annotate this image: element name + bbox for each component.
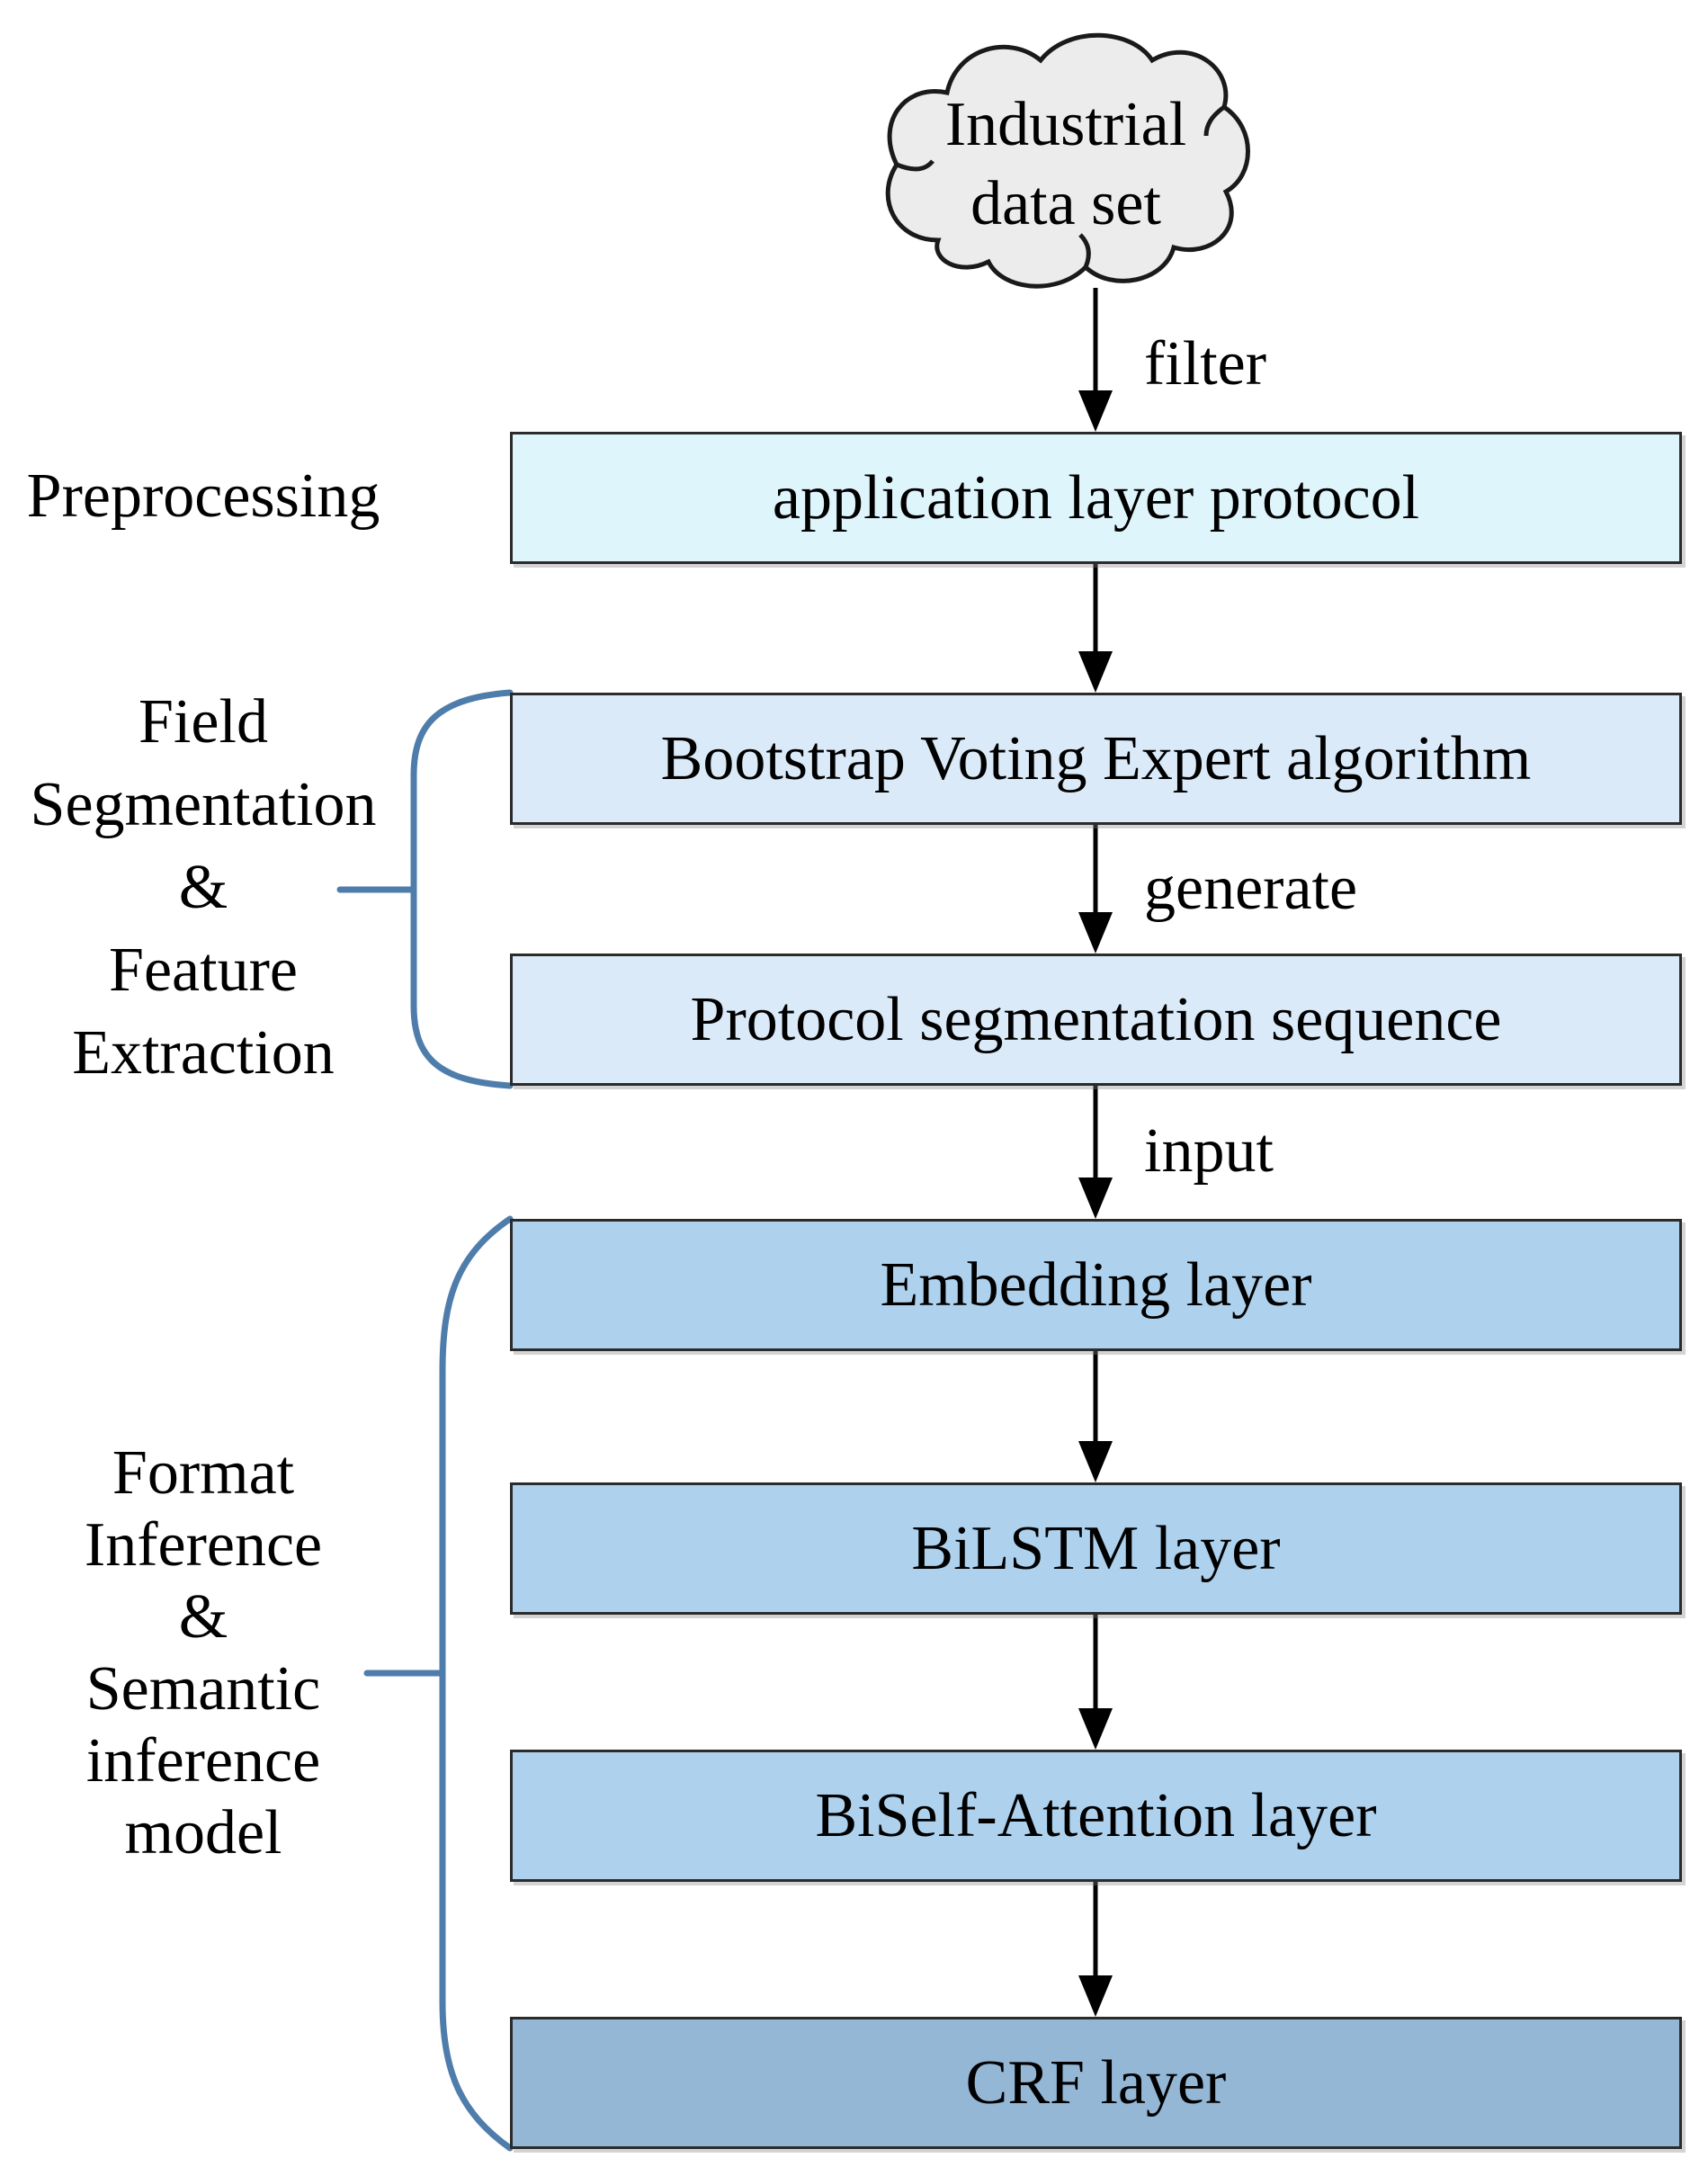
brace-field-segmentation bbox=[336, 689, 514, 1089]
arrow-head-icon bbox=[1078, 651, 1113, 693]
node-embedding-layer: Embedding layer bbox=[510, 1219, 1682, 1351]
node-label: CRF layer bbox=[965, 2047, 1227, 2118]
edge-label-input: input bbox=[1144, 1116, 1274, 1186]
arrow-embedding-to-bilstm bbox=[1078, 1351, 1113, 1482]
arrow-bilstm-to-biself-attention bbox=[1078, 1615, 1113, 1750]
arrow-bve-to-segmentation-sequence bbox=[1078, 825, 1113, 954]
edge-label-filter: filter bbox=[1144, 329, 1267, 398]
section-label-format-inference: Format Inference & Semantic inference mo… bbox=[0, 1437, 407, 1869]
cloud-shape bbox=[885, 32, 1250, 289]
arrow-head-icon bbox=[1078, 1708, 1113, 1750]
arrow-head-icon bbox=[1078, 390, 1113, 432]
node-label: BiSelf-Attention layer bbox=[815, 1780, 1377, 1850]
section-label-line: Segmentation bbox=[30, 770, 377, 839]
section-label-line: inference bbox=[85, 1726, 321, 1795]
arrow-head-icon bbox=[1078, 1975, 1113, 2017]
section-label-line: & bbox=[178, 1582, 228, 1652]
node-label: Bootstrap Voting Expert algorithm bbox=[660, 723, 1532, 793]
node-crf-layer: CRF layer bbox=[510, 2017, 1682, 2149]
section-label-preprocessing: Preprocessing bbox=[0, 461, 407, 533]
node-application-layer-protocol: application layer protocol bbox=[510, 432, 1682, 564]
cloud-inner-arc-right bbox=[1203, 104, 1226, 137]
section-label-line: Format bbox=[112, 1438, 295, 1508]
arrow-head-icon bbox=[1078, 1178, 1113, 1219]
edge-label-generate: generate bbox=[1144, 854, 1358, 923]
node-protocol-segmentation-sequence: Protocol segmentation sequence bbox=[510, 954, 1682, 1086]
section-label-line: Inference bbox=[84, 1510, 323, 1580]
cloud-label: Industrial data set bbox=[868, 85, 1264, 244]
section-label-line: model bbox=[124, 1798, 282, 1867]
node-biself-attention-layer: BiSelf-Attention layer bbox=[510, 1750, 1682, 1882]
node-bilstm-layer: BiLSTM layer bbox=[510, 1482, 1682, 1615]
node-label: Protocol segmentation sequence bbox=[690, 984, 1502, 1054]
cloud-label-line1: Industrial bbox=[944, 90, 1187, 159]
cloud-inner-arc-bottom bbox=[1078, 233, 1091, 268]
section-label-line: Semantic bbox=[85, 1654, 321, 1724]
brace-format-inference bbox=[363, 1215, 514, 2152]
section-label-line: Field bbox=[139, 687, 268, 757]
arrow-biself-attention-to-crf bbox=[1078, 1882, 1113, 2017]
arrow-sequence-to-embedding bbox=[1078, 1086, 1113, 1219]
cloud-group bbox=[885, 32, 1250, 289]
arrow-cloud-to-protocol bbox=[1078, 288, 1113, 432]
section-label-line: Preprocessing bbox=[26, 461, 380, 531]
section-label-line: Feature bbox=[109, 936, 298, 1005]
cloud-label-line2: data set bbox=[970, 169, 1161, 238]
arrow-head-icon bbox=[1078, 912, 1113, 954]
node-label: BiLSTM layer bbox=[911, 1513, 1281, 1583]
section-label-line: Extraction bbox=[72, 1018, 335, 1088]
node-bootstrap-voting-expert: Bootstrap Voting Expert algorithm bbox=[510, 693, 1682, 825]
node-label: Embedding layer bbox=[880, 1249, 1312, 1320]
arrow-head-icon bbox=[1078, 1441, 1113, 1482]
node-label: application layer protocol bbox=[772, 462, 1420, 533]
section-label-line: & bbox=[178, 853, 228, 922]
cloud-inner-arc-left bbox=[896, 159, 934, 172]
arrow-protocol-to-bve bbox=[1078, 564, 1113, 693]
section-label-field-segmentation: Field Segmentation & Feature Extraction bbox=[0, 681, 407, 1095]
